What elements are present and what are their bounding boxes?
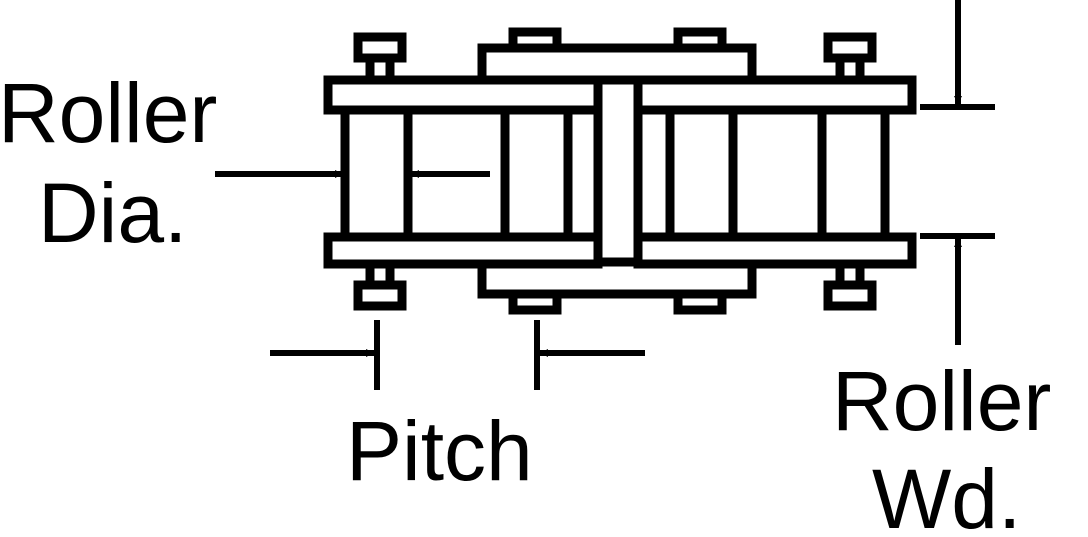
rollers — [340, 105, 890, 242]
side-plate-bottom-right — [633, 232, 917, 269]
pitch-label: Pitch — [346, 404, 533, 498]
side-plate-top-right — [633, 75, 917, 115]
roller-dia-label-line1: Roller — [0, 66, 217, 160]
dimension-lines — [215, 0, 995, 390]
roller-wd-label-line2: Wd. — [872, 452, 1021, 537]
side-plate-top-left — [323, 75, 603, 115]
dimension-labels: Roller Dia. Pitch Roller Wd. — [0, 66, 1051, 537]
center-link-gap — [593, 75, 643, 267]
roller-2 — [500, 105, 573, 242]
pin-heads-bottom — [353, 280, 877, 315]
roller-3 — [665, 105, 738, 242]
chain-drawing — [323, 27, 917, 315]
side-plate-bottom-left — [323, 232, 603, 269]
roller-4 — [817, 105, 890, 242]
middle-link-plate-top — [477, 43, 757, 85]
pin-heads-top — [353, 27, 877, 63]
roller-wd-label-line1: Roller — [832, 354, 1051, 448]
roller-dia-label-line2: Dia. — [38, 166, 187, 260]
roller-1 — [340, 105, 413, 242]
